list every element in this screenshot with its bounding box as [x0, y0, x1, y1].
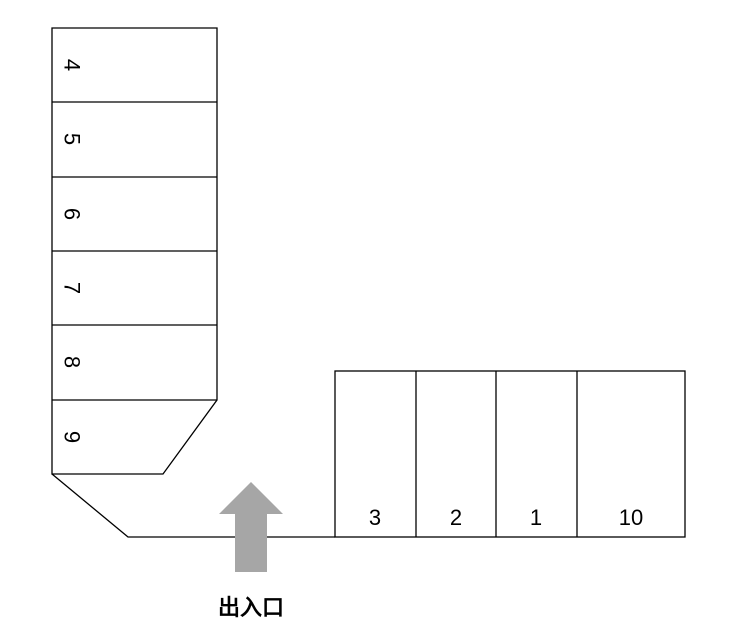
bottom-parking-row: 3 2 1 10	[334, 370, 686, 538]
space-number-3: 3	[369, 505, 381, 530]
space-number-1: 1	[530, 505, 542, 530]
lot-boundary-line	[51, 473, 335, 538]
space-number-8: 8	[60, 356, 85, 368]
space-number-4: 4	[60, 59, 85, 71]
bottom-row-outline	[334, 370, 686, 538]
space-number-10: 10	[619, 505, 643, 530]
space-number-5: 5	[60, 133, 85, 145]
space-number-2: 2	[450, 505, 462, 530]
space-number-7: 7	[60, 282, 85, 294]
entrance-label: 出入口	[218, 596, 284, 621]
entrance-arrow-icon	[219, 482, 283, 572]
space-number-6: 6	[60, 208, 85, 220]
entrance-marker: 出入口	[218, 482, 284, 621]
left-parking-row: 4 5 6 7 8 9	[51, 27, 218, 475]
space-number-9: 9	[60, 431, 85, 443]
